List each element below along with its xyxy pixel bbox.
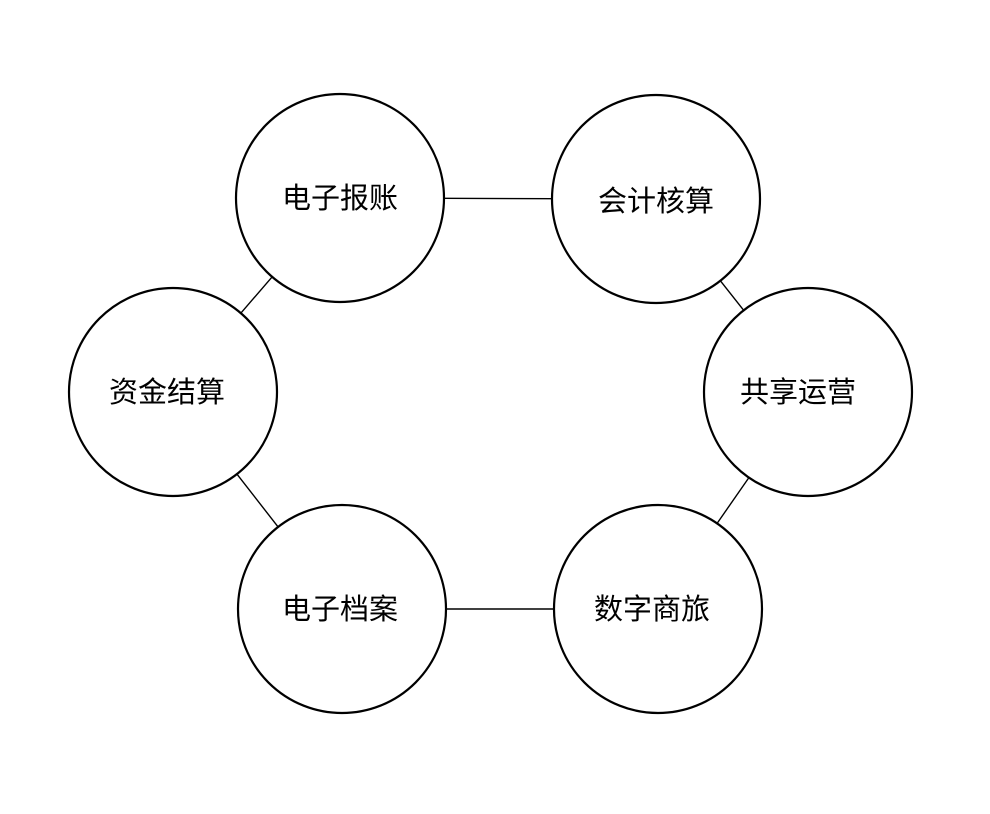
nodes-layer: 电子报账 会计核算 共享运营 数字商旅 电子档案 资金结算 (67, 92, 914, 715)
edges-layer (236, 197, 750, 610)
node-e-archive-circle (236, 503, 448, 715)
node-accounting: 会计核算 (550, 93, 762, 305)
edge-e-archive-to-fund-settlement (236, 473, 279, 528)
node-shared-operations-label: 共享运营 (740, 375, 856, 409)
node-e-archive: 电子档案 (236, 503, 448, 715)
node-shared-operations: 共享运营 (702, 286, 914, 498)
node-digital-travel-circle (552, 503, 764, 715)
node-accounting-label: 会计核算 (598, 184, 714, 218)
node-fund-settlement-label: 资金结算 (109, 375, 225, 409)
node-e-reimbursement: 电子报账 (234, 92, 446, 304)
node-accounting-circle (550, 93, 762, 305)
edge-shared-operations-to-digital-travel (716, 477, 750, 524)
edge-accounting-to-shared-operations (719, 280, 745, 311)
node-e-archive-label: 电子档案 (282, 592, 398, 626)
edge-fund-settlement-to-e-reimbursement (240, 276, 273, 314)
node-digital-travel: 数字商旅 (552, 503, 764, 715)
node-e-reimbursement-circle (234, 92, 446, 304)
node-e-reimbursement-label: 电子报账 (282, 181, 398, 215)
node-fund-settlement: 资金结算 (67, 286, 279, 498)
node-fund-settlement-circle (67, 286, 279, 498)
node-shared-operations-circle (702, 286, 914, 498)
node-digital-travel-label: 数字商旅 (594, 592, 710, 626)
